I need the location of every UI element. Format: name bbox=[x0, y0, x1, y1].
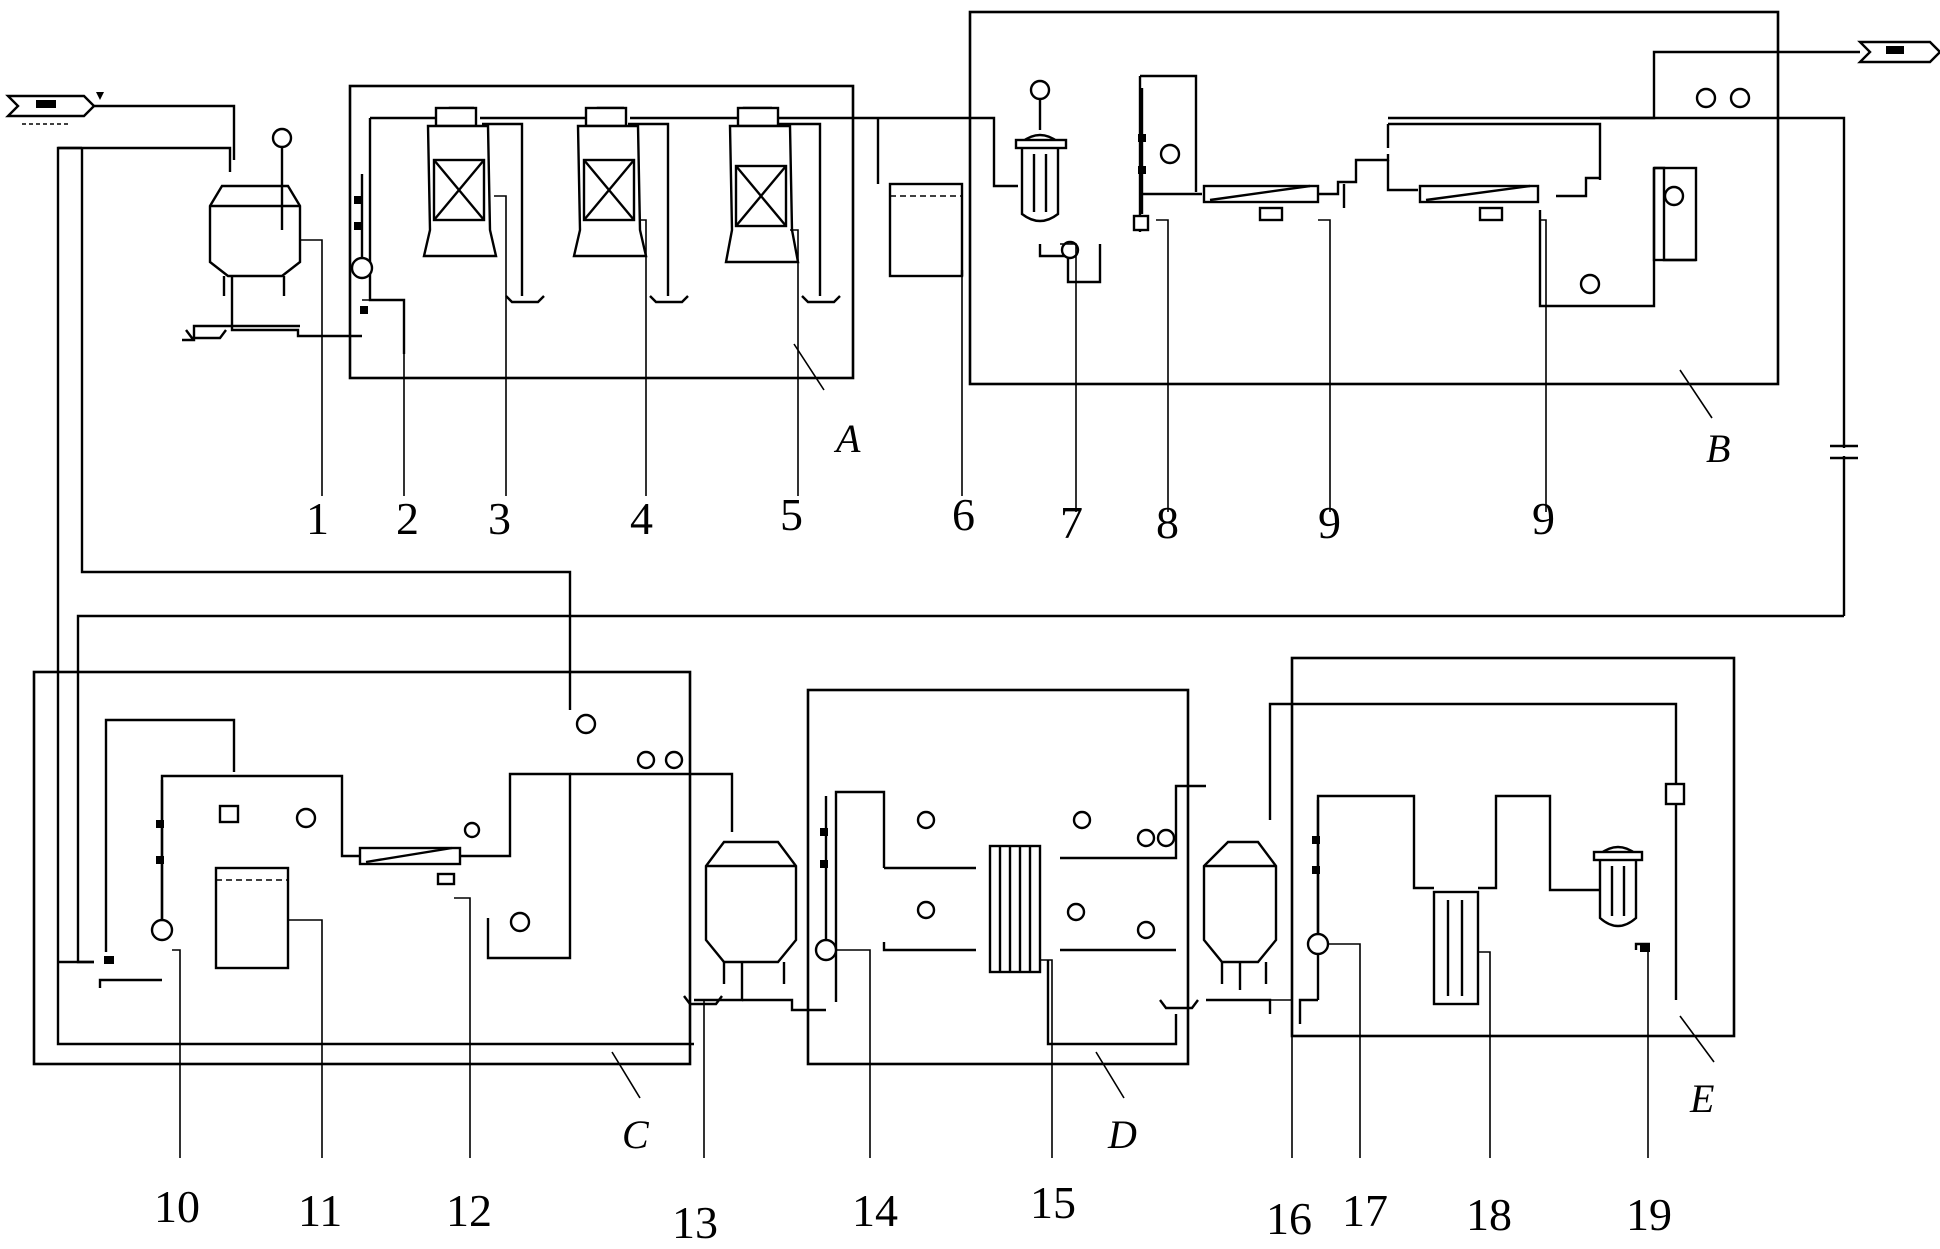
section-box-c bbox=[32, 670, 692, 1066]
reactor-19 bbox=[1592, 782, 1686, 952]
component-label-5: 5 bbox=[780, 489, 803, 540]
membrane-module-9b bbox=[1418, 184, 1540, 222]
component-label-11: 11 bbox=[298, 1185, 342, 1236]
component-label-4: 4 bbox=[630, 493, 653, 544]
component-label-7: 7 bbox=[1060, 497, 1083, 548]
component-label-3: 3 bbox=[488, 493, 511, 544]
packed-column-4 bbox=[572, 106, 648, 258]
membrane-module-12 bbox=[358, 821, 531, 933]
leader-lines bbox=[172, 195, 1715, 1158]
component-label-13: 13 bbox=[672, 1197, 718, 1244]
component-label-12: 12 bbox=[446, 1185, 492, 1236]
storage-tank-6 bbox=[888, 182, 964, 278]
storage-tank-11 bbox=[214, 804, 317, 970]
section-label-c: C bbox=[622, 1112, 650, 1157]
component-label-14: 14 bbox=[852, 1185, 898, 1236]
pump-2 bbox=[350, 174, 374, 314]
component-label-17: 17 bbox=[1342, 1185, 1388, 1236]
outlet-arrow bbox=[1857, 40, 1940, 64]
component-label-19: 19 bbox=[1626, 1189, 1672, 1240]
pipe-coupling bbox=[1830, 444, 1858, 460]
component-label-9b: 9 bbox=[1532, 493, 1555, 544]
packed-column-3 bbox=[422, 106, 498, 258]
inlet-arrow bbox=[5, 94, 96, 125]
section-label-d: D bbox=[1107, 1112, 1137, 1157]
membrane-module-9a bbox=[1202, 184, 1320, 222]
jacketed-tank-1 bbox=[208, 127, 302, 300]
conical-tank-13 bbox=[704, 840, 798, 990]
heat-exchanger-15 bbox=[916, 810, 1176, 974]
section-box-b bbox=[968, 10, 1780, 386]
component-label-8: 8 bbox=[1156, 497, 1179, 548]
section-box-a bbox=[348, 84, 855, 380]
pump-10 bbox=[104, 780, 174, 964]
component-label-10: 10 bbox=[154, 1181, 200, 1232]
component-label-1: 1 bbox=[306, 493, 329, 544]
section-box-e bbox=[1290, 656, 1736, 1038]
pump-17 bbox=[1306, 800, 1330, 956]
section-label-e: E bbox=[1689, 1076, 1714, 1121]
section-box-d bbox=[806, 688, 1190, 1066]
component-label-15: 15 bbox=[1030, 1177, 1076, 1228]
component-label-16: 16 bbox=[1266, 1193, 1312, 1244]
packed-column-5 bbox=[724, 106, 800, 264]
separation-column-18 bbox=[1432, 890, 1480, 1006]
conical-tank-16 bbox=[1202, 840, 1278, 990]
component-label-2: 2 bbox=[396, 493, 419, 544]
section-label-a: A bbox=[833, 416, 861, 461]
component-label-9a: 9 bbox=[1318, 497, 1341, 548]
component-label-6: 6 bbox=[952, 489, 975, 540]
pump-14 bbox=[814, 796, 838, 962]
section-label-b: B bbox=[1706, 426, 1730, 471]
pump-8 bbox=[1132, 88, 1181, 232]
component-label-18: 18 bbox=[1466, 1189, 1512, 1240]
reactor-7 bbox=[1014, 79, 1080, 260]
